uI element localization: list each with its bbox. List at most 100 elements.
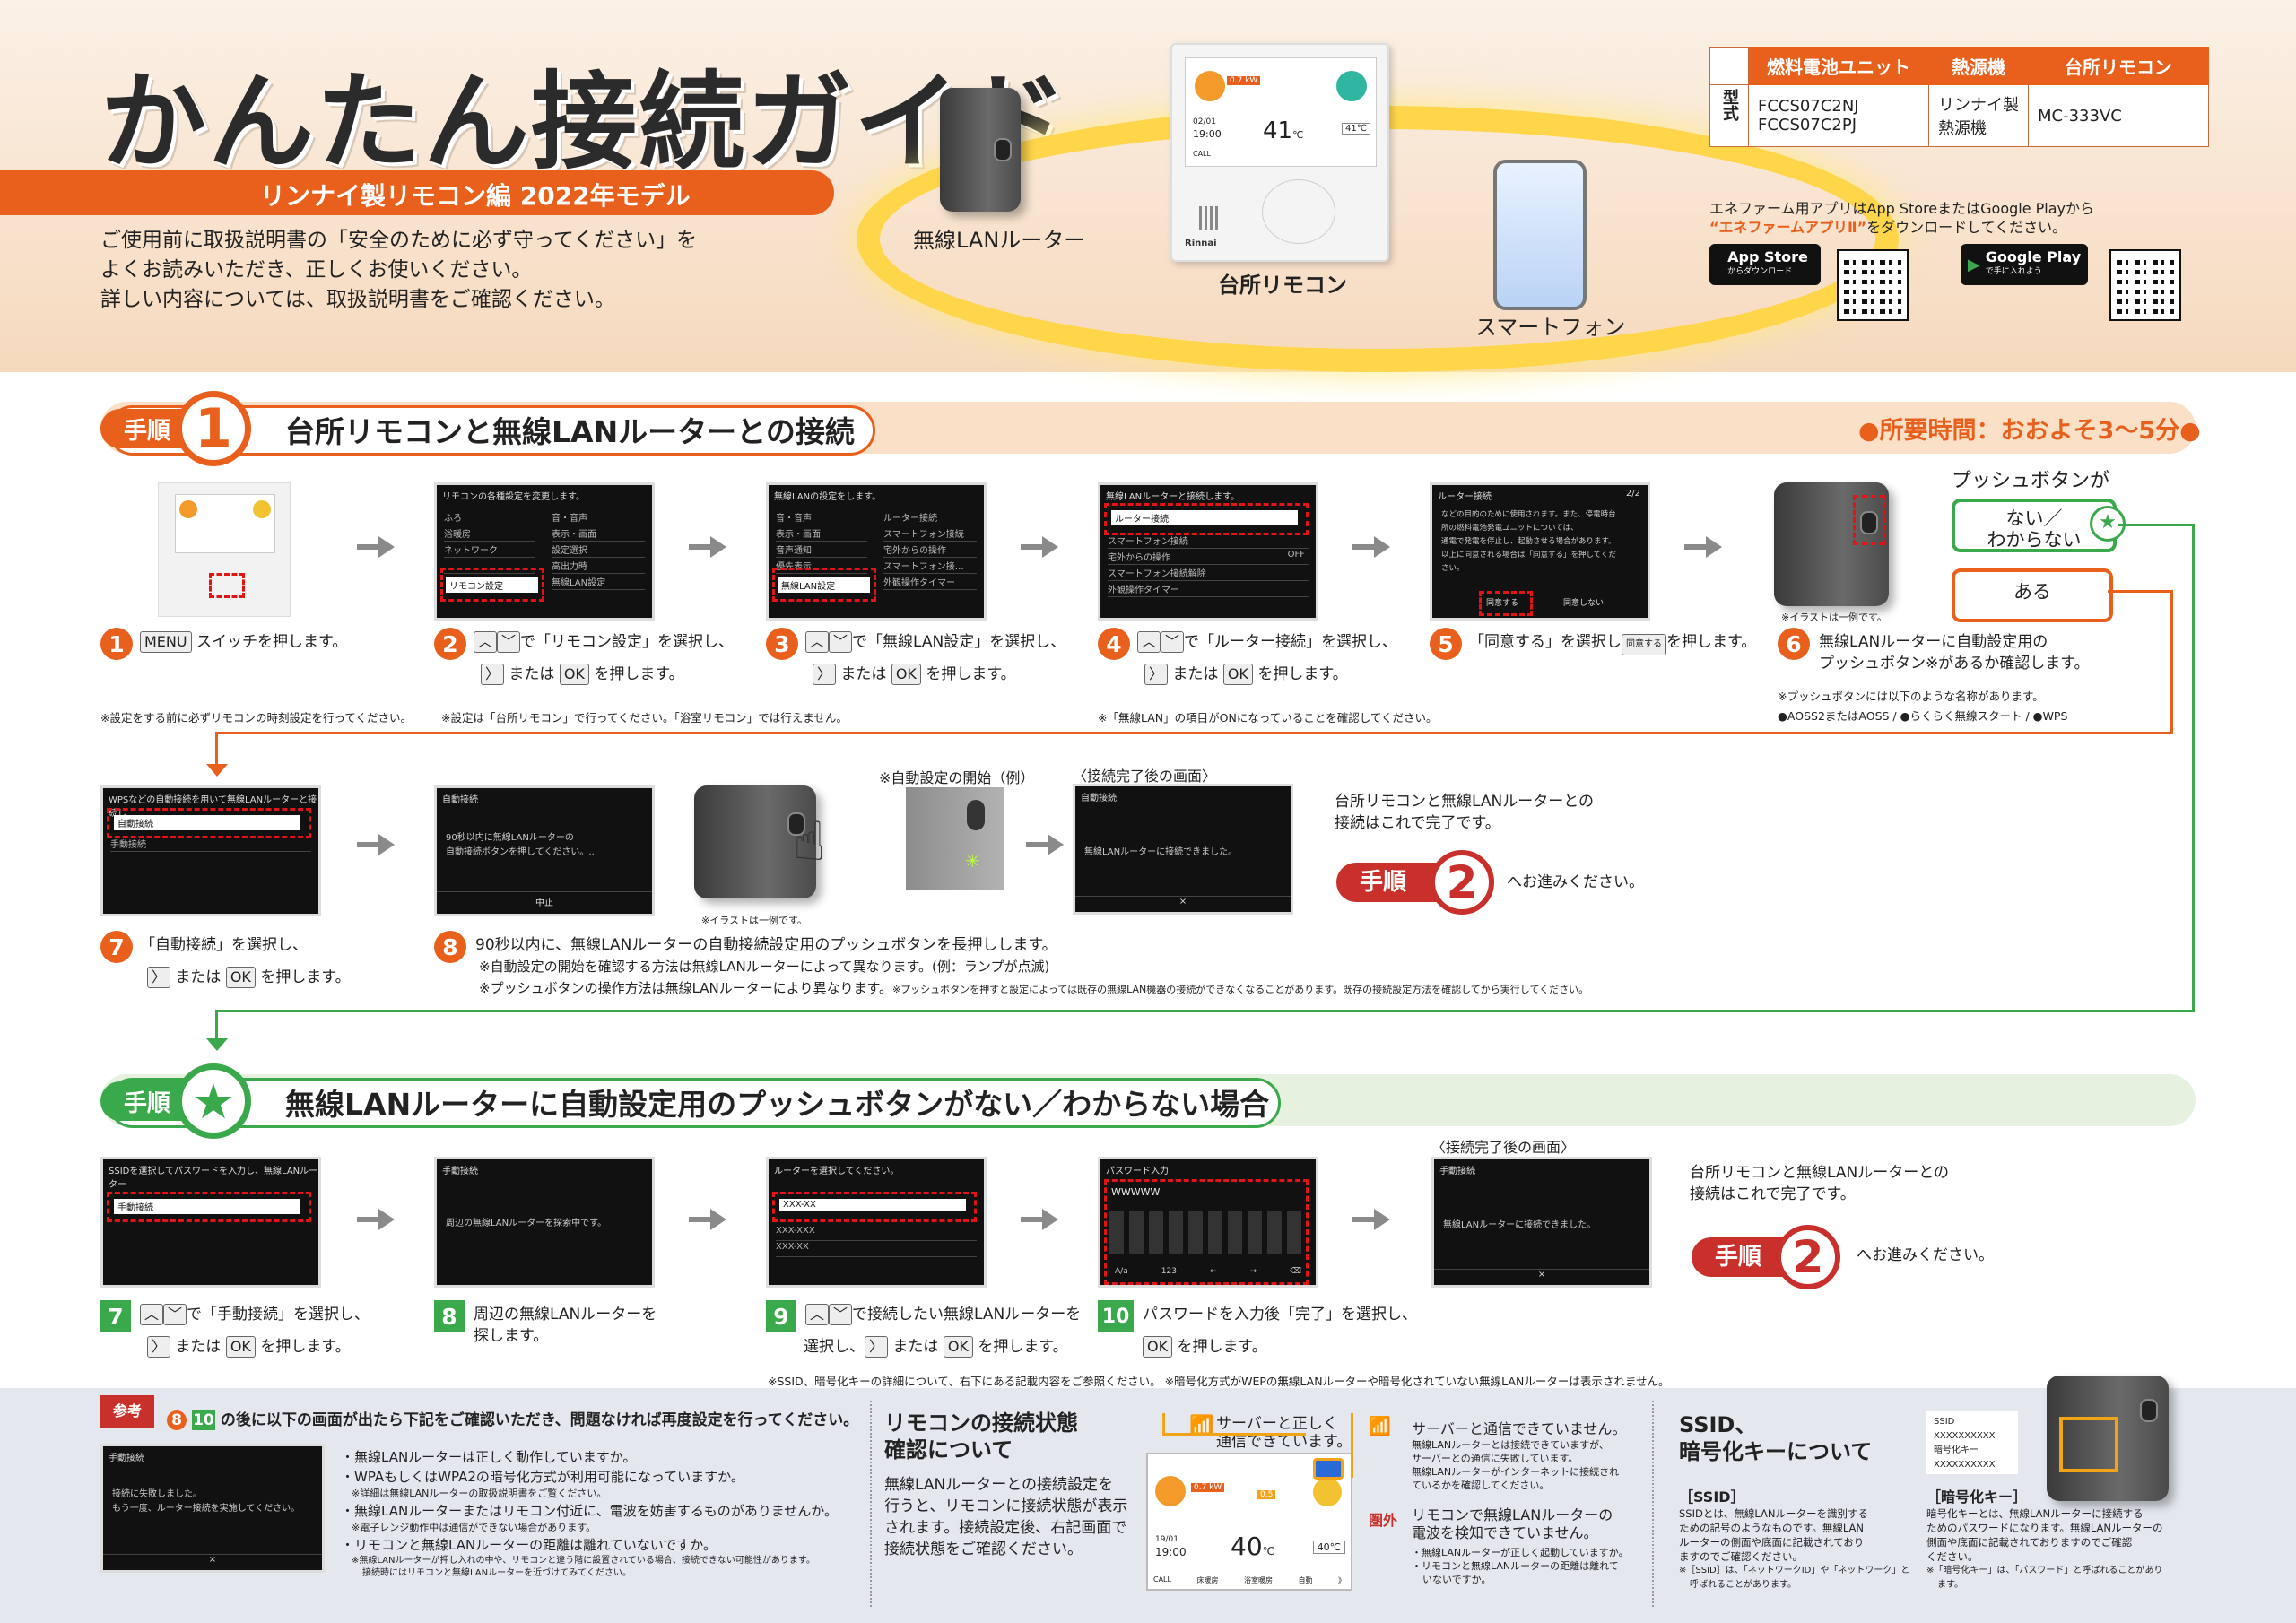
ssid-label: ［SSID］ — [1679, 1488, 1745, 1506]
push-names: ●AOSS2またはAOSS / ●らくらく無線スタート / ●WPS — [1778, 709, 2068, 723]
status-title-line: 確認について — [884, 1437, 1013, 1462]
arrow-icon — [689, 1209, 726, 1230]
out-title-line: 電波を検知できていません。 — [1412, 1524, 1598, 1541]
next-step-text: へお進みください。 — [1857, 1246, 1994, 1264]
step3-text: ︿﹀で「無線LAN設定」を選択し、 — [805, 631, 1065, 653]
status-body-line: 行うと、リモコンに接続状態が表示 — [884, 1497, 1128, 1515]
out-of-range-tag: 圏外 — [1369, 1512, 1398, 1529]
step-number: 7 — [100, 1300, 131, 1332]
agreement-line: 所の燃料電池発電ユニットについては、 — [1441, 524, 1578, 533]
out-title-line: リモコンで無線LANルーターの — [1412, 1506, 1613, 1523]
push-button-icon — [787, 812, 805, 836]
option-no-button[interactable]: ない／ わからない — [1952, 499, 2117, 552]
step-text: 「同意する」を選択し — [1469, 633, 1622, 651]
app-store-qr-code — [1837, 249, 1909, 321]
menu-row: XXX-XXX — [776, 1226, 977, 1241]
app-store-label: App Store — [1727, 248, 1808, 265]
status-ng-body: 無線LANルーターとは接続できていますが、 サーバーとの通信に失敗しています。 … — [1412, 1438, 1619, 1492]
screen-message: 無線LANルーターに接続できました。 — [1443, 1220, 1596, 1230]
close-option: × — [1075, 896, 1291, 907]
menu-row-label: 宅外からの操作 — [1108, 553, 1170, 563]
menu-row: 音・音声 — [552, 510, 645, 525]
step-number: 3 — [766, 628, 798, 660]
arrow-icon — [689, 536, 726, 558]
agreement-line: などの目的のために使用されます。また、停電時台 — [1441, 510, 1616, 519]
key-body-note: ます。 — [1937, 1580, 1963, 1590]
manual-step10-screen: パスワード入力 WWWWW A/a 123 ← → ⌫ — [1098, 1157, 1318, 1288]
finger-press-icon: ☝ — [793, 811, 826, 873]
screen-header: 手動接続 — [442, 1167, 478, 1176]
step-text: で「手動接続」を選択し、 — [187, 1306, 370, 1324]
step-number: 8 — [434, 1300, 465, 1332]
menu-row: 表示・画面 — [776, 526, 867, 542]
menu-key-highlight — [209, 573, 245, 598]
step-text: を押します。 — [594, 665, 684, 683]
out-body-line: ・リモコンと無線LANルーターの距離は離れて — [1412, 1560, 1619, 1572]
callout-line — [1162, 1433, 1306, 1436]
remote-screen: 0.7 kW 02/01 19:00 41℃ 41℃ CALL — [1185, 57, 1377, 167]
manual-note: ※SSID、暗号化キーの詳細について、右下にある記載内容をご参照ください。 ※暗… — [768, 1375, 1670, 1388]
connector-line — [215, 732, 2173, 734]
step-text: 90秒以内に、無線LANルーターの自動接続設定用のプッシュボタンを長押しします。 — [475, 936, 1057, 954]
dpad-icon — [1262, 179, 1335, 244]
step8-notes: ※プッシュボタンの操作方法は無線LANルーターにより異なります。※プッシュボタン… — [479, 977, 1588, 1001]
person-icon — [253, 500, 271, 518]
selection-highlight — [1104, 1179, 1309, 1285]
remote-label: 台所リモコン — [1218, 273, 1347, 298]
kb-key: 123 — [1161, 1267, 1177, 1276]
step-number: 6 — [1778, 628, 1810, 660]
router-illustration — [940, 88, 1021, 212]
menu-row: 手動接続 — [110, 837, 311, 852]
ssid-body-line: SSIDとは、無線LANルーターを識別する — [1679, 1507, 1868, 1520]
phone-label: スマートフォン — [1475, 315, 1626, 340]
screen-header: 手動接続 — [1439, 1167, 1475, 1176]
arrow-icon — [1352, 536, 1390, 558]
google-play-sublabel: で手に入れよう — [1985, 267, 2042, 276]
step-text: または — [840, 665, 887, 683]
sticker-line: XXXXXXXXXX — [1934, 1460, 1996, 1470]
manual-step8-screen: 手動接続 周辺の無線LANルーターを探索中です。 — [434, 1157, 655, 1288]
menu-row: 外観操作タイマー — [883, 575, 977, 590]
remote-temp-unit: ℃ — [1262, 1545, 1275, 1558]
completion-line: 台所リモコンと無線LANルーターとの — [1335, 793, 1595, 811]
menu-row: ふろ — [444, 510, 535, 525]
connector-arrow-icon — [206, 764, 228, 777]
completion-text: 台所リモコンと無線LANルーターとの接続はこれで完了です。 — [1690, 1162, 1949, 1205]
manual-step8-text: 周辺の無線LANルーターを探します。 — [474, 1304, 657, 1347]
google-play-label: Google Play — [1985, 248, 2082, 265]
ok-key: OK — [1143, 1336, 1173, 1358]
model-code: FCCS07C2PJ — [1758, 116, 1857, 135]
push-button-icon — [967, 800, 985, 830]
note-wlan-on: ※「無線LAN」の項目がONになっていることを確認してください。 — [1098, 711, 1438, 725]
blinking-lamp-icon: ✳ — [965, 850, 980, 872]
ssid-body: SSIDとは、無線LANルーターを識別する ための記号のようなものです。無線LA… — [1679, 1506, 1912, 1593]
close-option: × — [1434, 1269, 1649, 1280]
step4-text2: 〉 または OK を押します。 — [1144, 664, 1348, 685]
app-name-link[interactable]: “エネファームアプリⅡ” — [1709, 219, 1867, 236]
flame-icon — [179, 500, 197, 518]
step-text: 無線LANルーターに自動設定用の — [1819, 633, 2048, 651]
step-text: を押します。 — [926, 665, 1016, 683]
step-text: または — [892, 1338, 939, 1356]
out-of-range-title: リモコンで無線LANルーターの電波を検知できていません。 — [1412, 1506, 1613, 1542]
table-row-label: 型式 — [1709, 84, 1749, 147]
menu-row: ルーター接続 — [883, 510, 977, 525]
step-text: 探します。 — [474, 1327, 549, 1345]
option-yes-button[interactable]: ある — [1952, 568, 2113, 622]
table-cell: リンナイ製熱源機 — [1928, 84, 2029, 147]
selection-highlight — [1104, 503, 1309, 535]
step-text: 選択し、 — [804, 1338, 865, 1356]
reference-tag: 参考 — [100, 1395, 154, 1428]
step-text: で接続したい無線LANルーターを — [852, 1306, 1082, 1324]
arrow-icon — [1684, 536, 1722, 558]
completion-line: 台所リモコンと無線LANルーターとの — [1690, 1164, 1950, 1182]
required-time: ●所要時間：おおよそ3〜5分● — [1858, 417, 2201, 445]
page-title: かんたん接続ガイド — [100, 60, 1070, 184]
reference-checklist: ・無線LANルーターは正しく動作していますか。 ・WPAもしくはWPA2の暗号化… — [341, 1447, 852, 1580]
intro-line: ご使用前に取扱説明書の「安全のために必ず守ってください」を — [100, 229, 698, 252]
ok-key: OK — [1222, 664, 1253, 685]
remote-temp-value: 40 — [1231, 1532, 1263, 1561]
